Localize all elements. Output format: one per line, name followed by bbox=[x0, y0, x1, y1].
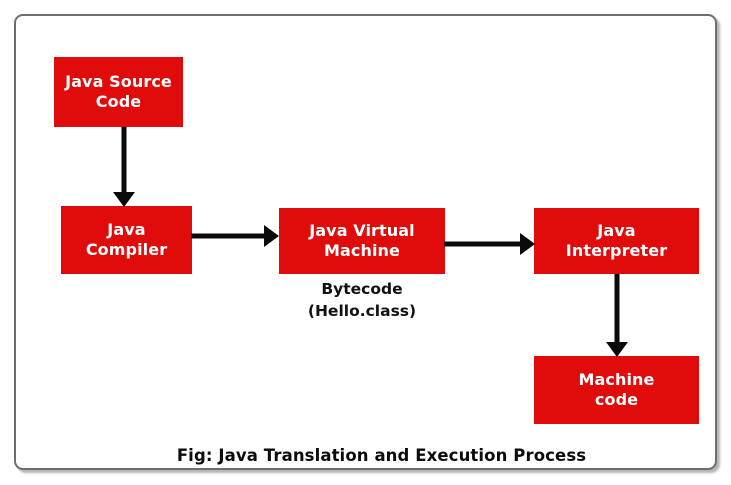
arrow-head-right-icon bbox=[264, 225, 279, 247]
arrow-head-right-icon bbox=[520, 233, 535, 255]
figure-frame: Java Source Code Java Compiler Java Virt… bbox=[14, 14, 717, 470]
node-java-compiler: Java Compiler bbox=[61, 206, 192, 274]
arrow-interpreter-to-machine-code-icon bbox=[605, 274, 629, 357]
figure-caption: Fig: Java Translation and Execution Proc… bbox=[176, 446, 587, 465]
arrow-shaft bbox=[444, 241, 521, 247]
arrow-jvm-to-interpreter-icon bbox=[444, 232, 535, 256]
arrow-shaft bbox=[614, 274, 620, 343]
node-java-source-code: Java Source Code bbox=[54, 57, 183, 127]
node-java-virtual-machine: Java Virtual Machine bbox=[279, 208, 445, 274]
node-java-virtual-machine-label: Java Virtual Machine bbox=[309, 220, 415, 260]
arrow-shaft bbox=[191, 233, 265, 239]
node-machine-code-label: Machine code bbox=[578, 369, 655, 409]
arrow-compiler-to-jvm-icon bbox=[191, 224, 279, 248]
bytecode-annotation-line-2: (Hello.class) bbox=[307, 302, 417, 320]
bytecode-annotation-line-1: Bytecode bbox=[321, 280, 403, 298]
node-java-source-code-label: Java Source Code bbox=[65, 71, 172, 111]
arrow-head-down-icon bbox=[113, 192, 135, 207]
arrow-shaft bbox=[121, 127, 127, 193]
bytecode-annotation: Bytecode (Hello.class) bbox=[279, 278, 445, 322]
node-java-compiler-label: Java Compiler bbox=[85, 219, 168, 259]
node-java-interpreter-label: Java Interpreter bbox=[565, 220, 668, 260]
node-machine-code: Machine code bbox=[534, 356, 699, 424]
arrow-source-to-compiler-icon bbox=[112, 127, 136, 207]
node-java-interpreter: Java Interpreter bbox=[534, 208, 699, 274]
arrow-head-down-icon bbox=[606, 342, 628, 357]
